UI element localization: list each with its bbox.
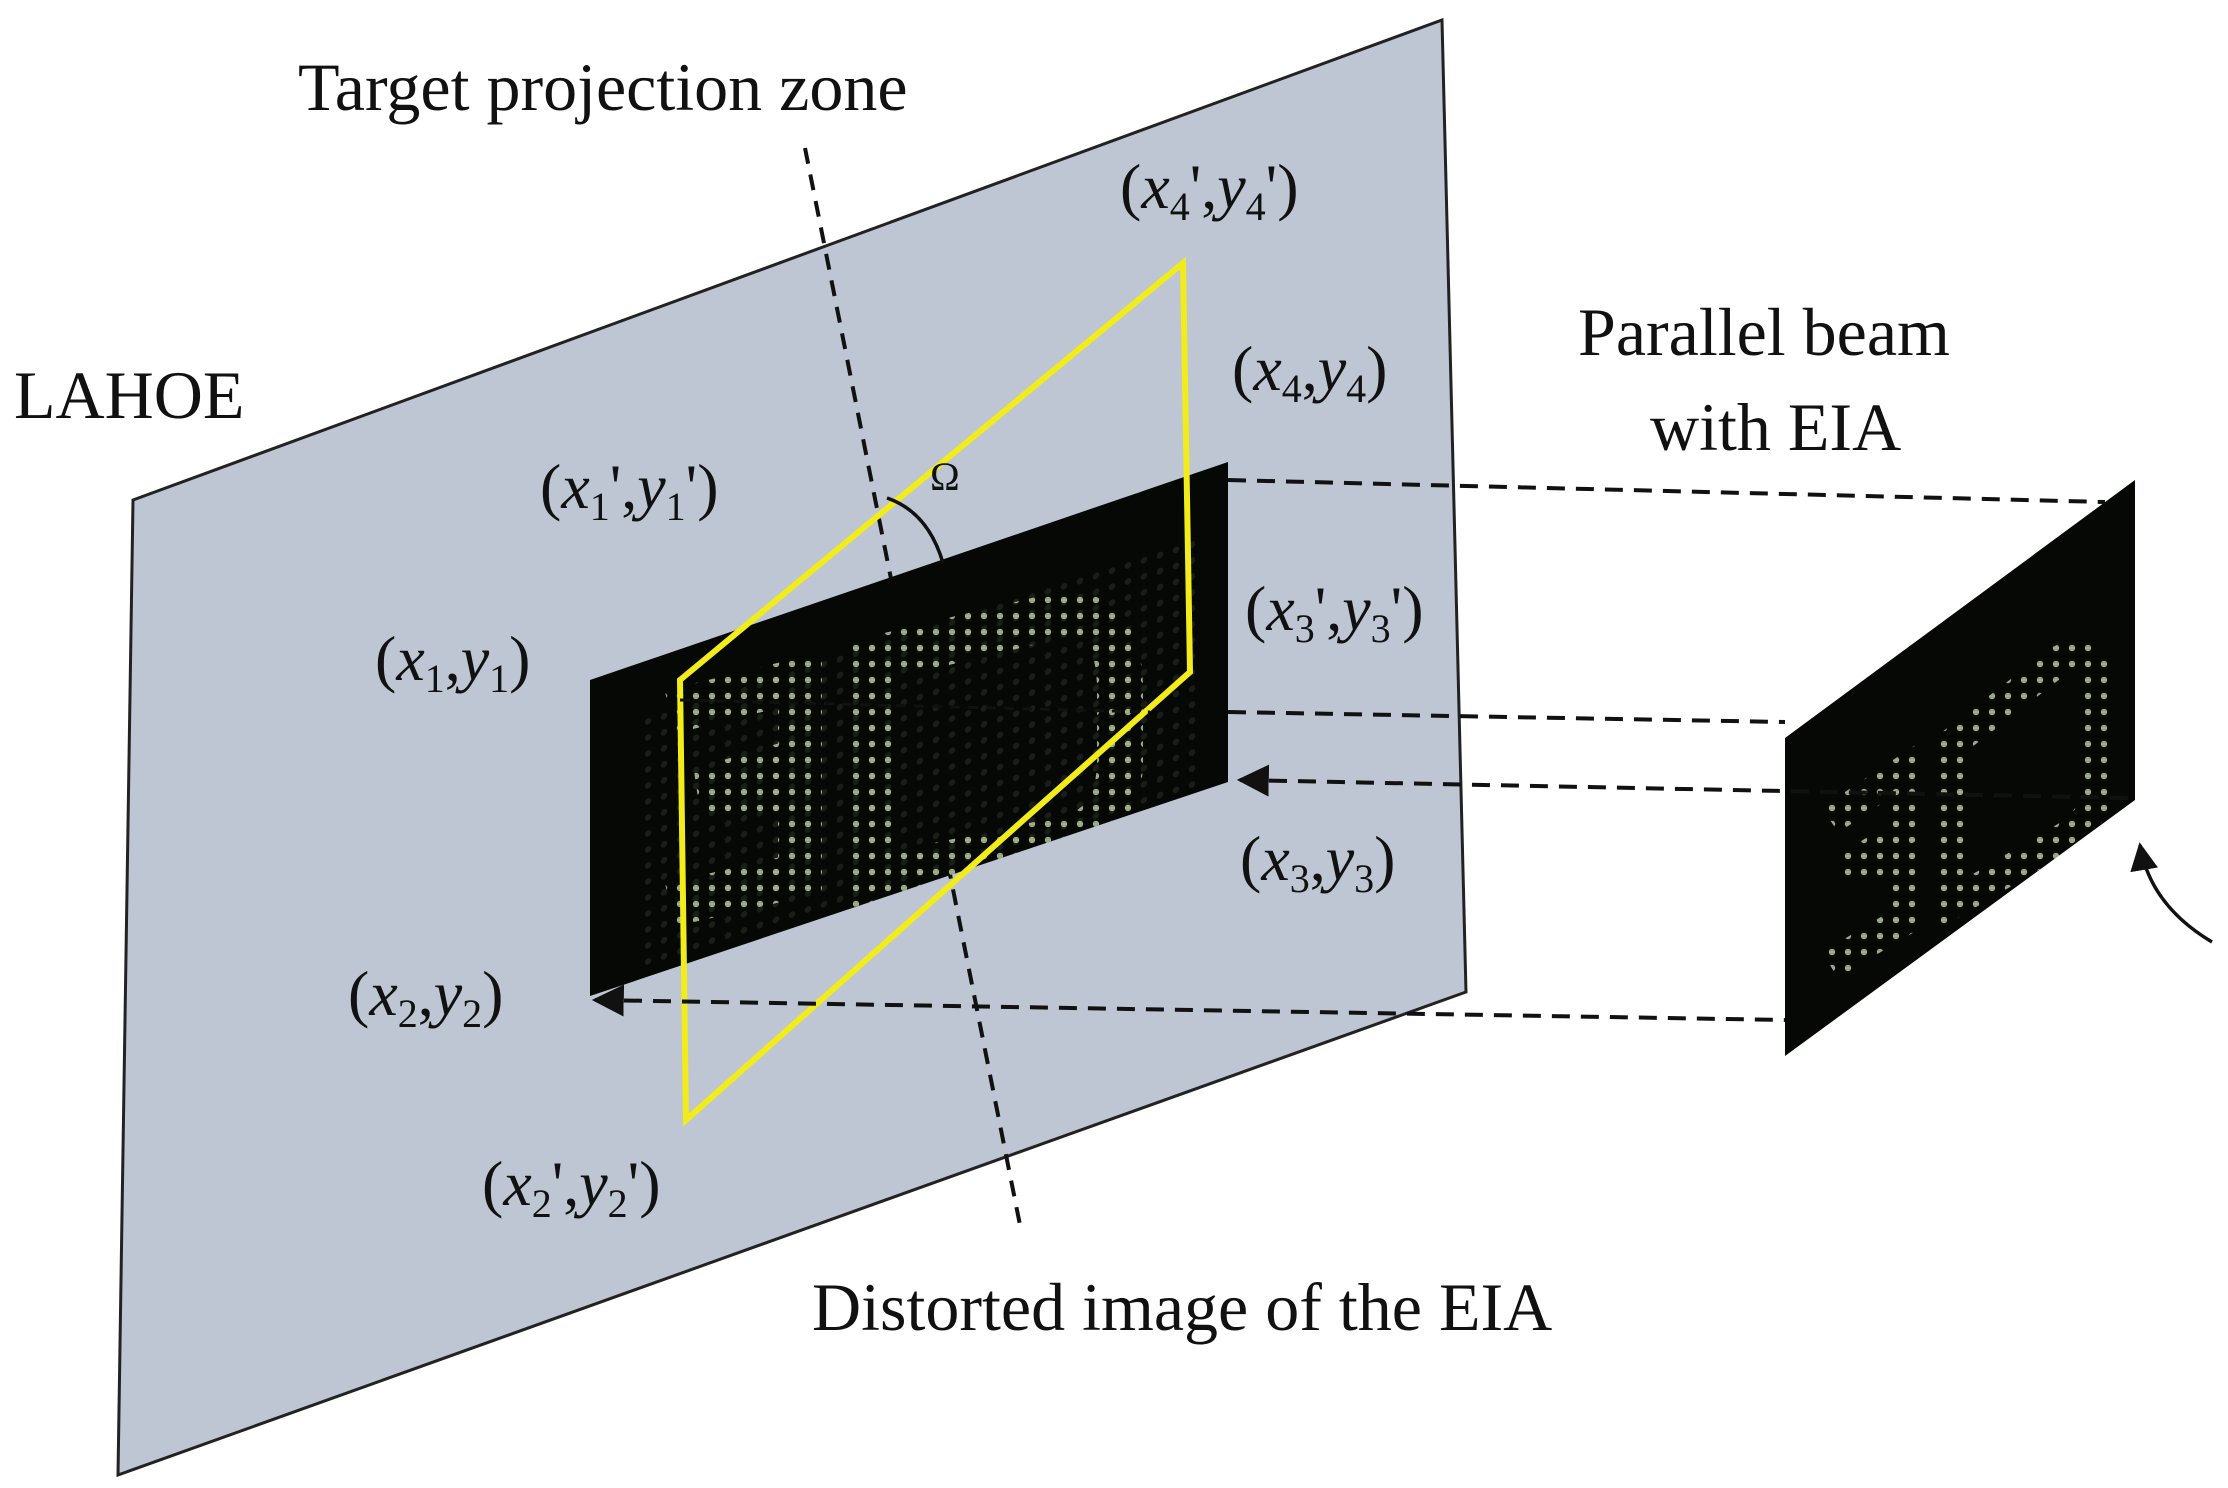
coord-x2-y2: (x2,y2) [348, 958, 503, 1036]
target-projection-zone [676, 256, 1194, 1127]
coord-x2p-y2p: (x2',y2') [482, 1148, 661, 1226]
coord-x3-y3: (x3,y3) [1240, 823, 1395, 901]
rotation-arrow [2130, 842, 2213, 944]
target-zone-label: Target projection zone [298, 49, 908, 125]
distorted-eia-image [590, 462, 1228, 996]
coord-x1p-y1p: (x1',y1') [540, 451, 719, 529]
coord-x4-y4: (x4,y4) [1232, 333, 1387, 411]
parallel-beam-label-line1: Parallel beam [1578, 294, 1950, 370]
coord-x1-y1: (x1,y1) [375, 623, 530, 701]
image-midline-dashed [679, 698, 1151, 714]
coord-x4p-y4p: (x4',y4') [1120, 151, 1299, 229]
omega-angle-arc [886, 496, 945, 564]
lahoe-label: LAHOE [14, 357, 244, 433]
projection-lines [591, 478, 2129, 1022]
coord-x3p-y3p: (x3',y3') [1245, 573, 1424, 651]
parallel-beam-label-line2: with EIA [1650, 389, 1901, 465]
source-eia-image [1785, 480, 2135, 1056]
distorted-image-label: Distorted image of the EIA [812, 1269, 1552, 1345]
omega-label: Ω [930, 454, 960, 499]
